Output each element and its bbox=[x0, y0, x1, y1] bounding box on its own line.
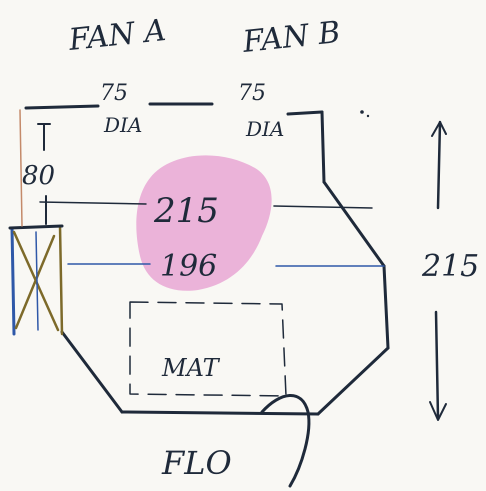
pink-highlight bbox=[136, 155, 272, 291]
right-diagonal-lower bbox=[316, 346, 390, 416]
dim-215-vertical-upper bbox=[436, 120, 442, 210]
dot-mark bbox=[366, 114, 370, 118]
right-wall-upper bbox=[320, 110, 326, 184]
dim-215-vertical-arrowhead-top bbox=[431, 121, 447, 137]
top-wall-right bbox=[286, 110, 324, 116]
label-fan-b: FAN B bbox=[240, 15, 342, 60]
left-box-left-edge bbox=[10, 226, 16, 336]
label-floor: FLO bbox=[161, 444, 232, 482]
left-box-right-edge bbox=[58, 224, 64, 336]
label-height-80: 80 bbox=[22, 161, 55, 191]
right-wall-lower bbox=[382, 264, 390, 350]
label-mat: MAT bbox=[161, 354, 221, 382]
dim-215-left bbox=[39, 201, 147, 205]
dim-215-vertical-lower bbox=[434, 310, 440, 420]
label-fan-b-unit: DIA bbox=[245, 117, 284, 141]
right-diagonal-upper bbox=[322, 180, 386, 268]
label-fan-a: FAN A bbox=[66, 13, 167, 58]
label-fan-a-size: 75 bbox=[100, 81, 128, 106]
label-height-215: 215 bbox=[421, 249, 479, 284]
label-width-196: 196 bbox=[160, 249, 217, 284]
label-fan-b-size: 75 bbox=[238, 81, 266, 106]
floor-curve bbox=[260, 394, 311, 488]
label-fan-a-unit: DIA bbox=[103, 113, 142, 137]
mat-rect bbox=[129, 301, 287, 397]
left-box-inner-line bbox=[35, 231, 39, 331]
left-box-cross-2 bbox=[14, 234, 56, 330]
bottom-wall bbox=[120, 410, 320, 416]
left-diagonal-lower bbox=[60, 330, 124, 414]
left-thin-guide bbox=[19, 109, 23, 227]
left-box-top bbox=[8, 224, 64, 230]
dim-215-vertical-arrowhead-bottom bbox=[429, 401, 447, 421]
top-wall-left bbox=[24, 104, 100, 110]
dot-mark bbox=[360, 110, 364, 114]
dim-215-right bbox=[273, 205, 373, 209]
label-width-215: 215 bbox=[153, 191, 219, 231]
